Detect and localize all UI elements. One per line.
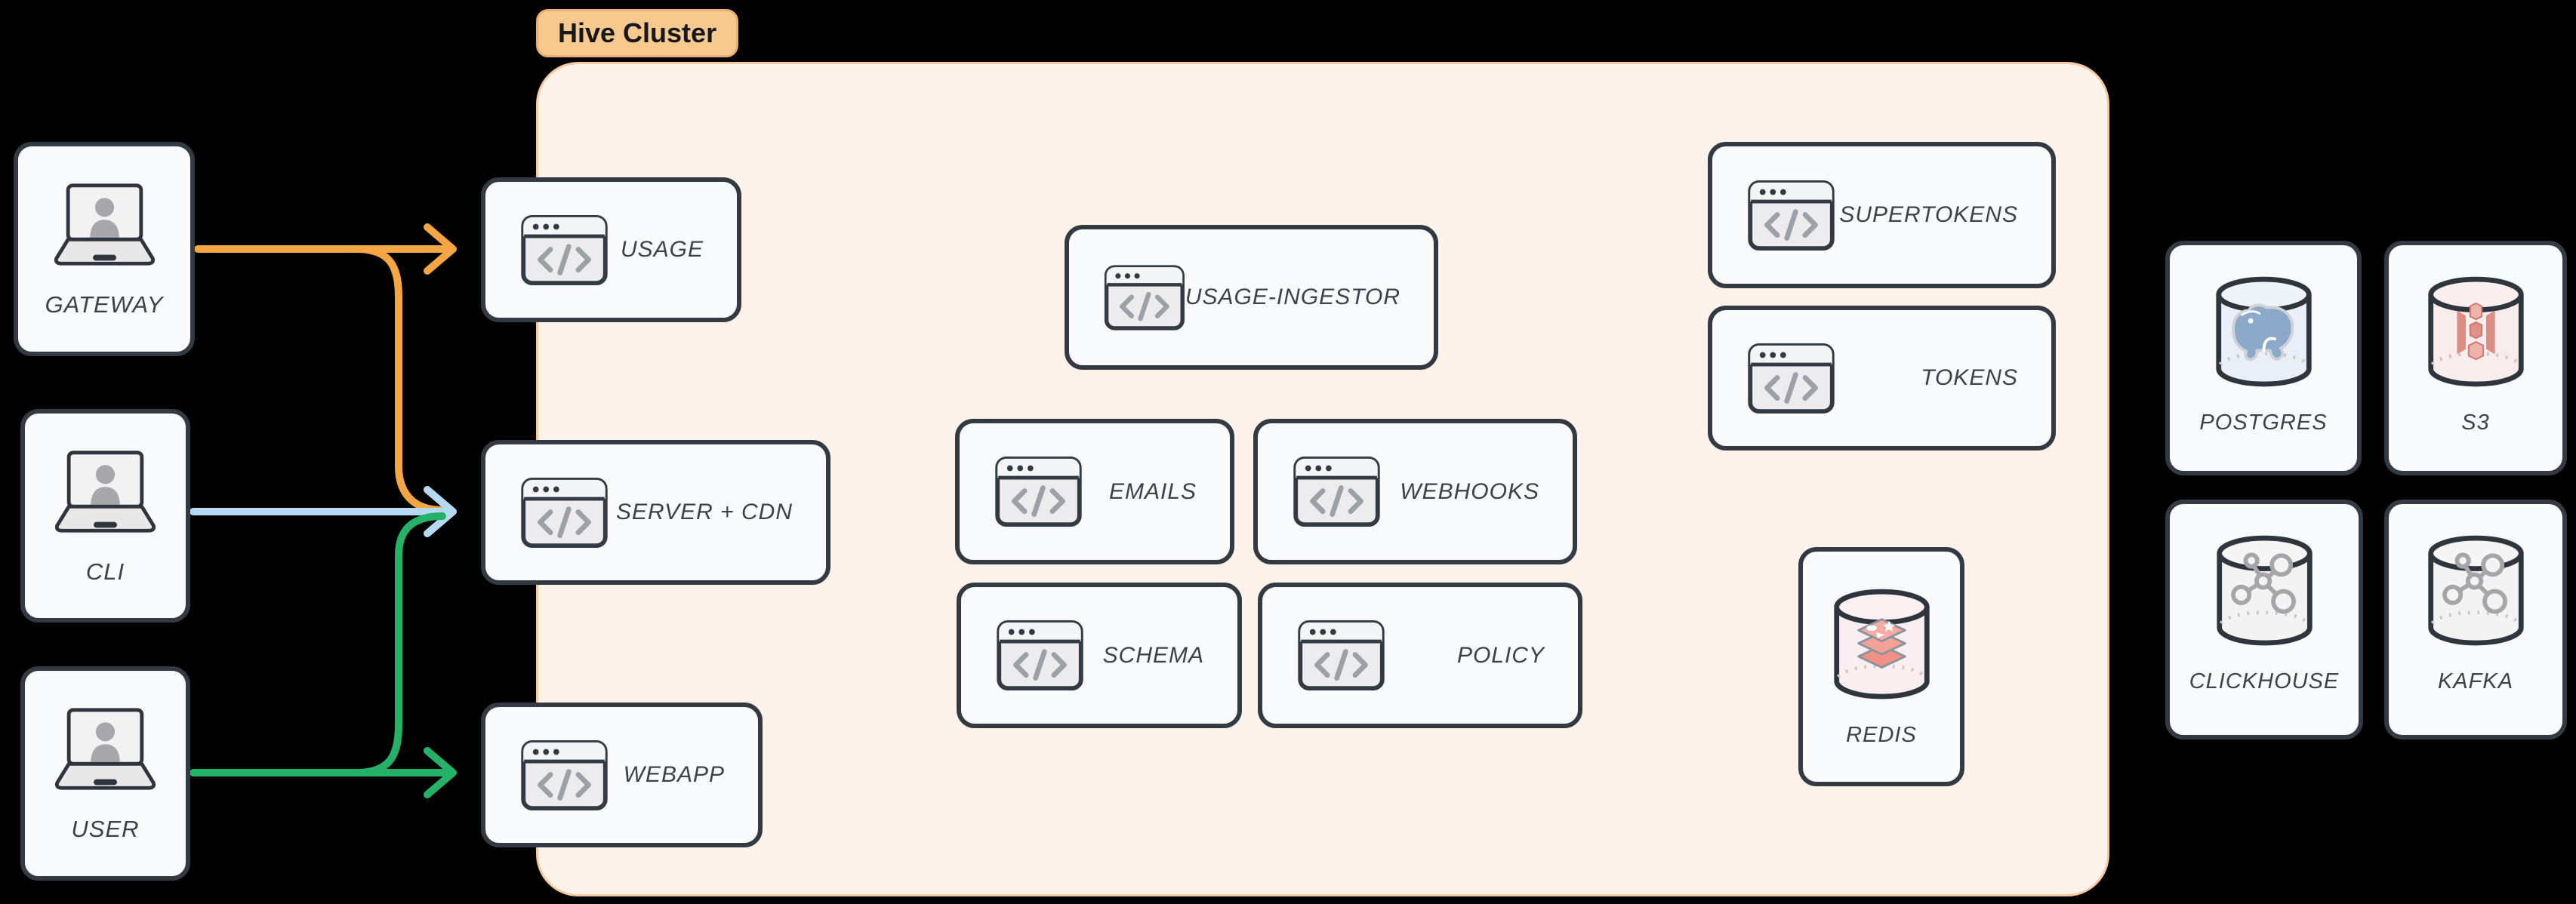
node-webapp: WEBAPP	[481, 703, 763, 847]
node-policy: POLICY	[1258, 583, 1582, 728]
edge-user-servercdn	[353, 512, 446, 776]
node-label: USAGE-INGESTOR	[1185, 284, 1400, 309]
node-kafka: KAFKA	[2384, 500, 2567, 739]
node-postgres: POSTGRES	[2165, 241, 2362, 475]
node-usage-ingestor: USAGE-INGESTOR	[1065, 225, 1438, 370]
node-emails: EMAILS	[955, 419, 1234, 564]
edge-cli-servercdn	[190, 486, 457, 537]
node-label: USAGE	[620, 237, 704, 262]
node-user: USER	[20, 666, 190, 881]
code-window-icon	[1104, 262, 1185, 334]
node-label: KAFKA	[2437, 669, 2514, 693]
node-schema: SCHEMA	[957, 583, 1242, 728]
node-label: SERVER + CDN	[615, 500, 793, 524]
s3-database-icon	[2425, 274, 2527, 391]
code-window-icon	[520, 214, 609, 286]
node-label: CLICKHOUSE	[2189, 669, 2340, 693]
code-window-icon	[520, 739, 609, 811]
kafka-database-icon	[2425, 533, 2527, 650]
redis-database-icon	[1831, 586, 1933, 703]
edge-gateway-usage	[194, 223, 457, 275]
node-server-cdn: SERVER + CDN	[481, 440, 830, 585]
node-label: USER	[71, 816, 140, 842]
node-label: CLI	[85, 558, 125, 585]
node-usage: USAGE	[481, 177, 741, 322]
node-redis: REDIS	[1798, 547, 1964, 786]
node-label: POSTGRES	[2199, 410, 2328, 435]
hive-cluster-badge: Hive Cluster	[536, 9, 739, 57]
postgres-database-icon	[2213, 274, 2315, 391]
node-label: SUPERTOKENS	[1839, 202, 2018, 227]
laptop-user-icon	[46, 181, 163, 269]
edge-gateway-servercdn	[353, 245, 446, 514]
node-label: REDIS	[1846, 723, 1917, 747]
node-label: SCHEMA	[1102, 642, 1204, 668]
edge-user-webapp	[190, 747, 457, 798]
node-label: TOKENS	[1921, 365, 2018, 390]
node-s3: S3	[2384, 241, 2567, 475]
laptop-user-icon	[47, 448, 164, 536]
node-label: GATEWAY	[45, 291, 164, 318]
node-cli: CLI	[20, 409, 190, 623]
code-window-icon	[996, 620, 1084, 691]
node-label: POLICY	[1456, 642, 1545, 668]
laptop-user-icon	[47, 706, 164, 793]
node-gateway: GATEWAY	[14, 142, 195, 356]
node-label: S3	[2461, 410, 2490, 435]
node-label: WEBAPP	[623, 762, 725, 787]
node-label: WEBHOOKS	[1400, 478, 1539, 504]
node-supertokens: SUPERTOKENS	[1708, 142, 2056, 288]
node-clickhouse: CLICKHOUSE	[2165, 500, 2363, 739]
code-window-icon	[520, 477, 609, 549]
code-window-icon	[994, 456, 1083, 527]
code-window-icon	[1293, 456, 1381, 527]
code-window-icon	[1747, 343, 1835, 414]
node-label: EMAILS	[1108, 478, 1197, 504]
code-window-icon	[1747, 180, 1835, 251]
node-webhooks: WEBHOOKS	[1253, 419, 1577, 564]
clickhouse-database-icon	[2214, 533, 2316, 650]
node-tokens: TOKENS	[1708, 306, 2056, 450]
code-window-icon	[1297, 620, 1385, 691]
